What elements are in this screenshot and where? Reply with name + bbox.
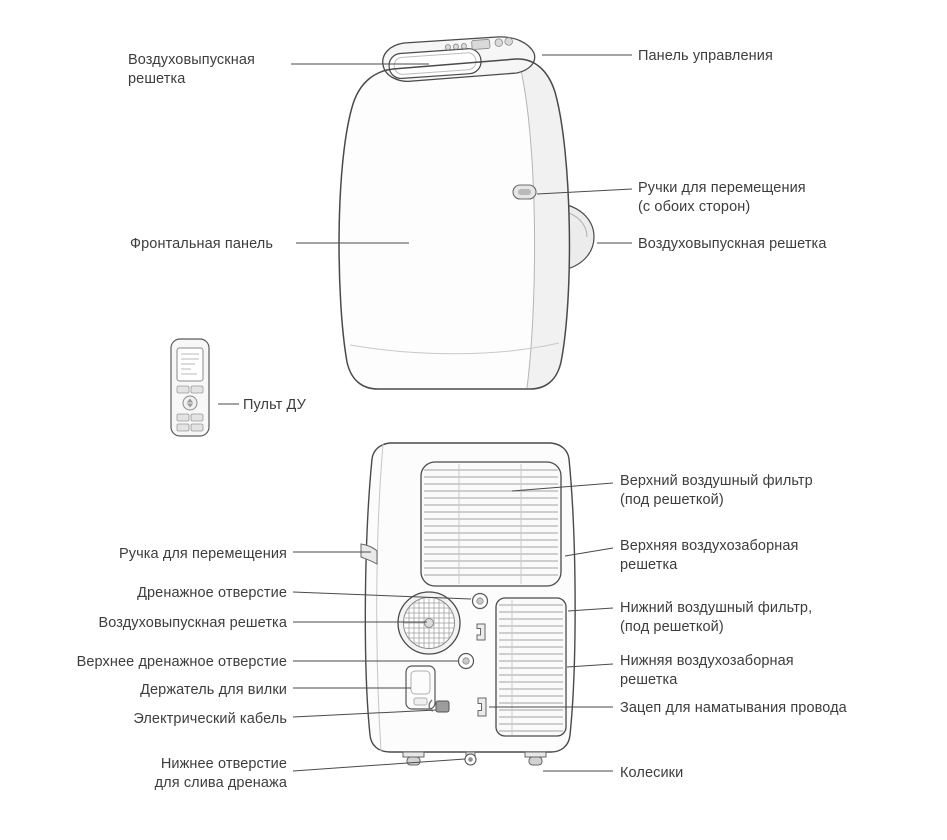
rear-air-outlet-grille: [397, 591, 461, 655]
label-carry-handles: Ручки для перемещения (с обоих сторон): [638, 180, 806, 215]
label-drain-hole: Дренажное отверстие: [137, 585, 287, 601]
label-wheels: Колесики: [620, 765, 684, 781]
label-air-outlet-grille-top: Воздуховыпускная решетка: [128, 52, 255, 87]
callout-upper-filter: [511, 482, 614, 492]
control-panel-buttons: [444, 37, 513, 51]
label-remote-control: Пульт ДУ: [243, 397, 306, 413]
front-body-side-shade: [519, 61, 570, 389]
bottom-drain-hole: [464, 751, 477, 766]
remote-buttons: [176, 385, 204, 432]
rear-carry-handle: [360, 543, 378, 565]
remote-rocker: [182, 395, 198, 411]
front-bottom-seam: [349, 342, 560, 355]
front-view-illustration: [338, 36, 595, 390]
label-power-cable: Электрический кабель: [133, 711, 287, 727]
upper-grille-supports: [458, 464, 522, 584]
carry-handle: [512, 184, 537, 200]
rocker-up-icon: [186, 398, 194, 403]
upper-drain-hole: [457, 652, 475, 670]
cord-hook-upper: [476, 623, 486, 641]
front-body-seam: [518, 61, 536, 389]
rocker-down-icon: [186, 403, 194, 408]
callout-bottom-drain: [292, 758, 466, 772]
label-lower-intake-grille: Нижняя воздухозаборная решетка: [620, 653, 794, 688]
label-bottom-drain-hole: Нижнее отверстие для слива дренажа: [154, 756, 287, 791]
rear-view-illustration: [360, 442, 576, 766]
label-upper-intake-grille: Верхняя воздухозаборная решетка: [620, 538, 799, 573]
front-body-outline: [338, 58, 571, 390]
label-cord-hook: Зацеп для наматывания провода: [620, 700, 847, 716]
remote-display-lines: [181, 353, 199, 375]
callout-lower-intake: [566, 663, 614, 668]
upper-grille-slats: [424, 469, 558, 576]
remote-control-illustration: [170, 338, 210, 437]
top-air-outlet-grille: [388, 48, 482, 80]
callout-drain-hole: [292, 591, 472, 600]
callout-carry-handles: [536, 188, 633, 195]
callout-power-cable: [292, 709, 437, 718]
label-rear-carry-handle: Ручка для перемещения: [118, 546, 287, 562]
label-upper-drain-hole: Верхнее дренажное отверстие: [76, 654, 287, 670]
drain-hole: [471, 592, 489, 610]
lower-grille-slats: [499, 604, 563, 732]
label-air-outlet-grille-side: Воздуховыпускная решетка: [638, 236, 827, 252]
callout-lower-filter: [567, 607, 614, 612]
label-front-panel: Фронтальная панель: [130, 236, 273, 252]
remote-display: [176, 347, 204, 382]
upper-intake-grille: [420, 461, 562, 587]
cord-hook-lower: [477, 697, 487, 717]
plug-holder: [405, 665, 436, 710]
front-body: [339, 58, 570, 389]
label-plug-holder: Держатель для вилки: [140, 682, 287, 698]
side-air-outlet-arc: [568, 212, 588, 238]
label-air-outlet-grille-rear: Воздуховыпускная решетка: [98, 615, 287, 631]
label-control-panel: Панель управления: [638, 48, 773, 64]
callout-lines: [218, 54, 633, 772]
label-lower-air-filter: Нижний воздушный фильтр, (под решеткой): [620, 600, 813, 635]
callout-upper-intake: [564, 547, 614, 557]
label-upper-air-filter: Верхний воздушный фильтр (под решеткой): [620, 473, 813, 508]
wheel-right: [524, 751, 547, 766]
